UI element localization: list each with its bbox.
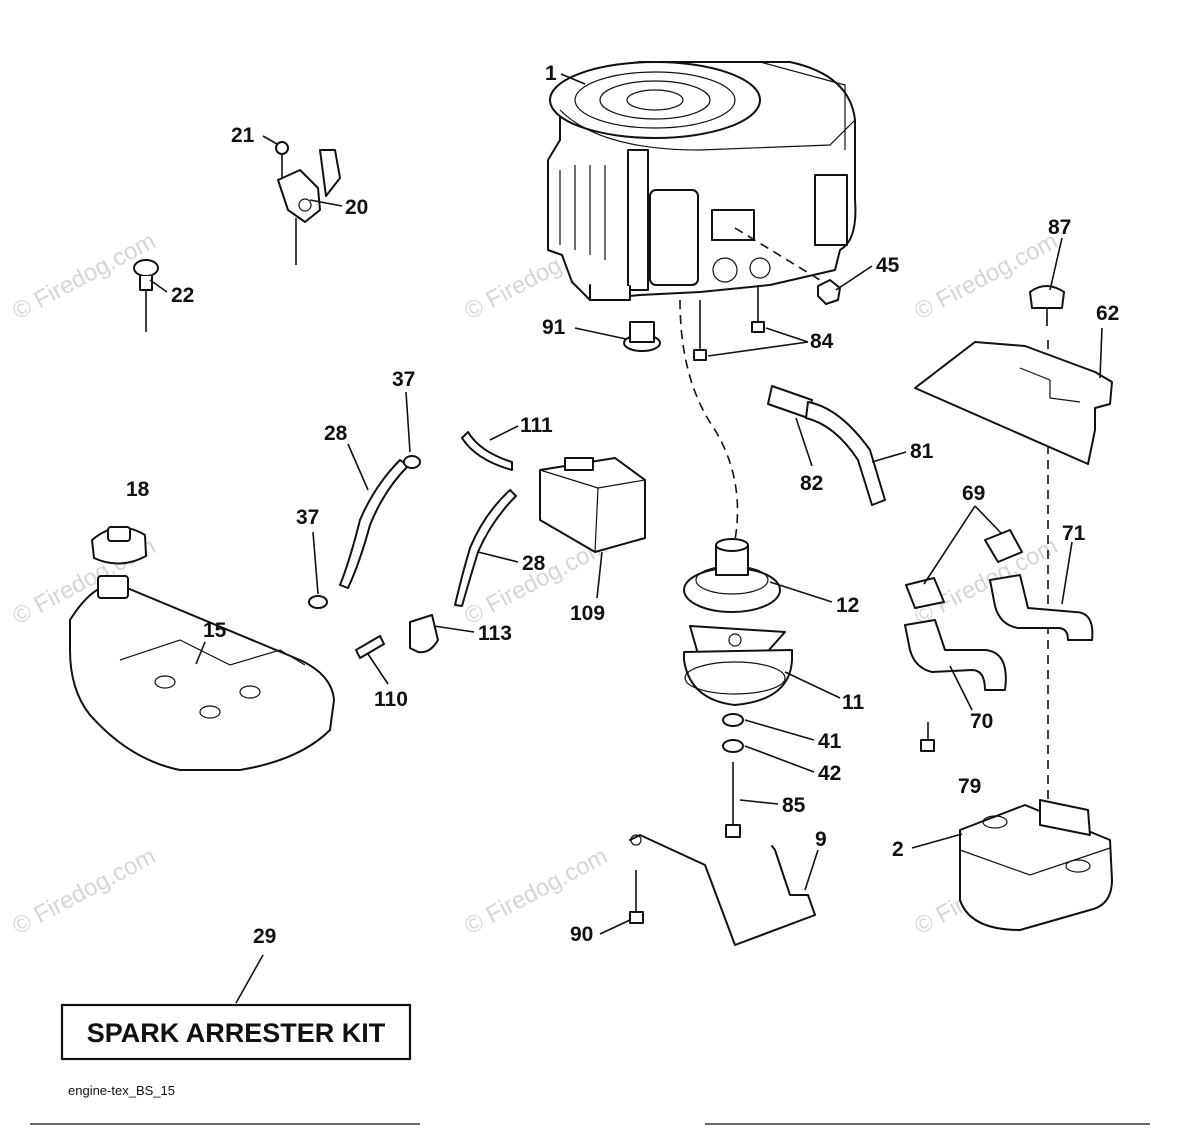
callout-37: 37 [392,368,415,391]
callout-87: 87 [1048,216,1071,239]
callout-11: 11 [842,691,865,714]
callout-29: 29 [253,925,276,948]
callout-45: 45 [876,254,900,277]
gasket-part [905,577,945,609]
exhaust-pipe-part [989,574,1094,641]
callout-84: 84 [810,330,834,353]
callout-22: 22 [171,284,194,307]
muffler-part [959,799,1113,931]
throttle-bracket-part [275,141,341,265]
callout-42: 42 [818,762,841,785]
callout-18: 18 [126,478,150,501]
fuel-tee-part [409,614,439,654]
callout-20: 20 [345,196,368,219]
fuel-cap-part [91,526,147,565]
cap-part [623,321,661,352]
heat-shield-knob-part [1029,285,1065,326]
callout-12: 12 [836,594,859,617]
watermark-text: © Firedog.com [8,842,160,940]
callout-41: 41 [818,730,842,753]
callout-28: 28 [324,422,348,445]
watermark-text: © Firedog.com [910,227,1062,325]
diagram-code-footer: engine-tex_BS_15 [68,1083,175,1098]
nut-part [817,279,841,305]
fuel-hose-part [454,489,517,607]
hose-fitting-part [355,635,385,659]
callout-21: 21 [231,124,255,147]
callout-28: 28 [522,552,546,575]
callout-15: 15 [203,619,227,642]
lock-washer-part [722,739,744,753]
callout-70: 70 [970,710,993,733]
hose-clamp-part [308,595,328,609]
callout-110: 110 [374,688,408,711]
spark-arrester-kit-box: SPARK ARRESTER KIT [60,1003,412,1061]
watermarks: © Firedog.com © Firedog.com © Firedog.co… [8,227,1062,940]
pulley-part [683,538,781,613]
clutch-bolt-part [725,762,741,838]
callout-labels: 1 21 20 22 45 87 62 91 84 37 28 111 81 8… [126,62,1119,948]
heat-shield-part [914,341,1113,465]
clutch-part [683,625,793,706]
bracket-dash [734,227,821,281]
washer-part [722,713,744,727]
callout-85: 85 [782,794,806,817]
engine-to-pulley-dash [679,299,739,541]
spark-arrester-kit-label: SPARK ARRESTER KIT [87,1018,386,1048]
callout-62: 62 [1096,302,1119,325]
callout-113: 113 [478,622,512,645]
choke-knob-part [133,259,159,332]
breather-valve-part [767,385,886,506]
callout-111: 111 [520,414,553,437]
callout-81: 81 [910,440,934,463]
callout-90: 90 [570,923,593,946]
bolts-part [693,285,765,361]
callout-1: 1 [545,62,557,85]
vent-hose-part [461,431,513,471]
callout-69: 69 [962,482,985,505]
brake-rod-part [629,834,816,946]
callout-2: 2 [892,838,904,861]
fuel-tank-part [69,575,335,771]
callout-91: 91 [542,316,566,339]
fuel-filter-part [539,457,646,553]
exhaust-pipe-part [904,619,1007,691]
callout-79: 79 [958,775,981,798]
engine-part [547,61,857,301]
exhaust-bolt-part [920,722,935,752]
fuel-hose-part [339,459,409,589]
callout-37: 37 [296,506,319,529]
leader-lines [149,73,1103,1004]
callout-71: 71 [1062,522,1086,545]
callout-9: 9 [815,828,827,851]
bolt-part [629,870,644,924]
callout-109: 109 [570,602,605,625]
callout-82: 82 [800,472,823,495]
hose-clamp-part [403,455,421,469]
watermark-text: © Firedog.com [8,227,160,325]
